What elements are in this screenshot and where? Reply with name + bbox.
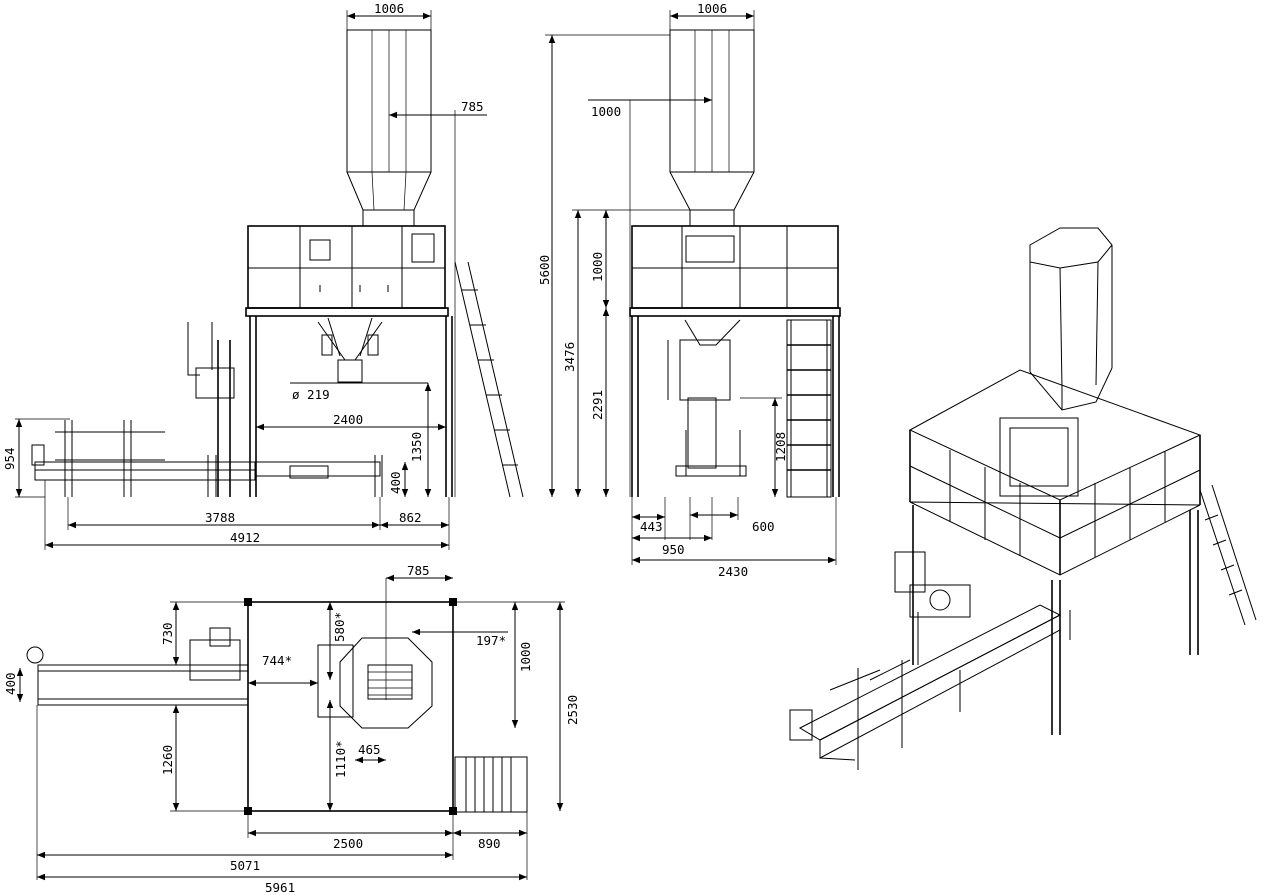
plan-view: 785 730 580* 197* 1000 2530 744* 400 111… <box>3 563 580 895</box>
front-platform <box>629 225 841 317</box>
dim-front-platform-height: 3476 <box>562 342 577 372</box>
plan-stair <box>454 756 528 813</box>
dim-side-outlet-diameter: ø 219 <box>292 387 330 402</box>
dim-side-conveyor-length: 3788 <box>205 510 235 525</box>
dim-side-spout-height: 1350 <box>409 432 424 462</box>
dim-side-hopper-width: 1006 <box>374 1 404 16</box>
side-bag-clamp <box>187 322 235 497</box>
front-legs <box>631 316 840 497</box>
side-hopper <box>346 29 432 227</box>
side-stair <box>454 261 524 498</box>
plan-hopper <box>317 637 433 729</box>
dim-front-total-height: 5600 <box>537 255 552 285</box>
front-elevation-view: 1006 1000 5600 3476 1000 2291 1208 443 6 <box>537 1 841 579</box>
front-ladder-panel <box>786 319 832 498</box>
dim-front-hopper-width: 1006 <box>697 1 727 16</box>
dim-side-conveyor-height: 954 <box>2 447 17 470</box>
front-dimensions: 1006 1000 5600 3476 1000 2291 1208 443 6 <box>537 1 837 579</box>
side-dimensions: 1006 785 ø 219 2400 1350 400 954 3788 86… <box>2 1 487 550</box>
side-elevation-view: 1006 785 ø 219 2400 1350 400 954 3788 86… <box>2 1 524 550</box>
dim-plan-center-gap: 465 <box>358 742 381 757</box>
dim-front-bag-height: 1208 <box>773 432 788 462</box>
dim-plan-right-gap: 197* <box>476 633 506 648</box>
plan-dimensions: 785 730 580* 197* 1000 2530 744* 400 111… <box>3 563 580 895</box>
dim-plan-offset-top: 785 <box>407 563 430 578</box>
isometric-view <box>789 227 1257 770</box>
iso-bagger <box>894 551 971 665</box>
iso-platform <box>908 369 1202 576</box>
side-platform <box>245 225 449 317</box>
dim-front-under-platform: 2291 <box>590 390 605 420</box>
plan-frame <box>244 598 457 815</box>
plan-conveyor <box>26 627 249 706</box>
dim-plan-left-offset: 744* <box>262 653 292 668</box>
dim-front-bag-offset: 443 <box>640 519 663 534</box>
dim-side-hopper-offset: 785 <box>461 99 484 114</box>
dim-side-stair-run: 862 <box>399 510 422 525</box>
dim-plan-hopper-depth: 1000 <box>518 642 533 672</box>
dim-plan-width-a: 5071 <box>230 858 260 873</box>
dim-plan-edge-top: 730 <box>160 622 175 645</box>
dim-front-bag-width: 600 <box>752 519 775 534</box>
dim-plan-frame-depth: 2530 <box>565 695 580 725</box>
dim-side-conveyor-clear: 400 <box>388 471 403 494</box>
dim-front-total-width: 2430 <box>718 564 748 579</box>
dim-front-hopper-offset: 1000 <box>591 104 621 119</box>
dim-plan-bottom-inner: 1110* <box>333 740 348 778</box>
iso-hopper <box>1029 227 1113 411</box>
dim-plan-conveyor-width: 400 <box>3 672 18 695</box>
iso-legs <box>912 505 1199 735</box>
side-frame-legs <box>249 316 453 497</box>
side-conveyor <box>31 420 383 497</box>
front-hopper <box>669 29 755 227</box>
iso-conveyor <box>789 604 1071 770</box>
dim-side-frame-span: 2400 <box>333 412 363 427</box>
dim-plan-bottom-edge: 1260 <box>160 745 175 775</box>
dim-front-base-span: 950 <box>662 542 685 557</box>
dim-plan-stair-width: 890 <box>478 836 501 851</box>
dim-front-hopper-cone: 1000 <box>590 252 605 282</box>
dim-plan-width-total: 5961 <box>265 880 295 895</box>
dim-plan-inner-top: 580* <box>332 612 347 642</box>
dim-plan-frame-width: 2500 <box>333 836 363 851</box>
iso-stair <box>1199 484 1257 626</box>
dim-side-total-length: 4912 <box>230 530 260 545</box>
